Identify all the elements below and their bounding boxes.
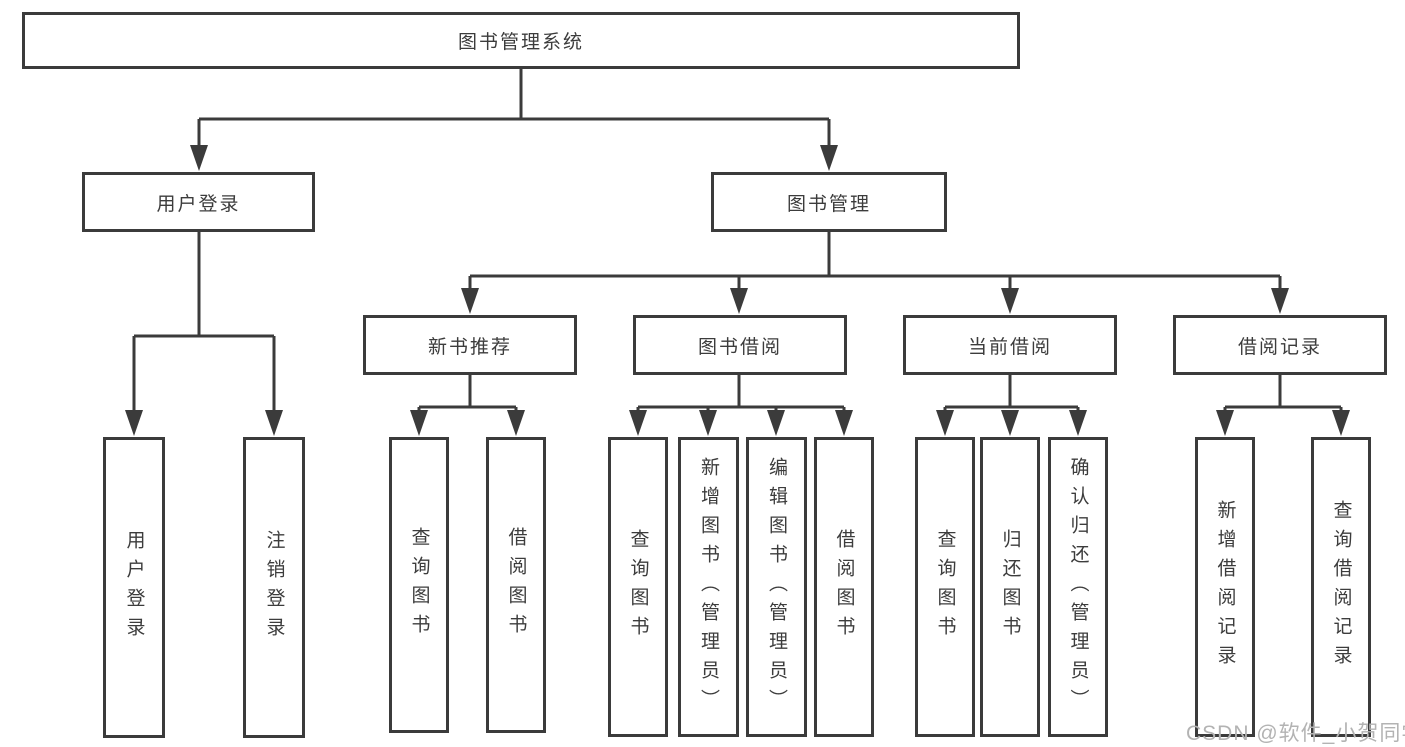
leaf-query-borrow-record: 查询借阅记录 (1311, 437, 1371, 737)
connector-book-borrow-to-leaves (629, 375, 853, 436)
leaf-query-books-borrow-label: 查询图书 (627, 529, 649, 645)
leaf-user-login: 用户登录 (103, 437, 165, 738)
node-user-login-label: 用户登录 (156, 193, 241, 215)
leaf-logout-label: 注销登录 (263, 529, 285, 646)
arrowhead (1001, 288, 1019, 314)
leaf-add-book-admin-label: 新增图书（管理员） (698, 456, 719, 718)
node-book-borrow: 图书借阅 (633, 315, 847, 375)
node-root: 图书管理系统 (22, 12, 1020, 69)
node-book-borrow-label: 图书借阅 (697, 336, 782, 358)
arrowhead (936, 410, 954, 436)
connector-user-login-to-leaves (125, 232, 283, 436)
arrowhead (461, 288, 479, 314)
node-root-label: 图书管理系统 (457, 32, 584, 53)
connector-new-book-recommend-to-leaves (410, 375, 525, 436)
leaf-add-borrow-record-label: 新增借阅记录 (1214, 500, 1236, 674)
connector-root-to-level2 (190, 68, 838, 171)
node-book-management-label: 图书管理 (786, 193, 871, 215)
leaf-edit-book-admin-label: 编辑图书（管理员） (766, 456, 787, 718)
node-borrow-records: 借阅记录 (1173, 315, 1387, 375)
csdn-watermark: CSDN @软件_小贺同学 (1186, 722, 1405, 745)
arrowhead (730, 288, 748, 314)
node-user-login: 用户登录 (82, 172, 315, 232)
leaf-edit-book-admin: 编辑图书（管理员） (746, 437, 807, 737)
leaf-borrow-books-recommend: 借阅图书 (486, 437, 546, 733)
leaf-return-books: 归还图书 (980, 437, 1040, 737)
arrowhead (507, 410, 525, 436)
leaf-borrow-books-borrow-label: 借阅图书 (833, 529, 855, 645)
node-borrow-records-label: 借阅记录 (1237, 336, 1322, 358)
leaf-confirm-return-admin-label: 确认归还（管理员） (1067, 456, 1089, 718)
node-new-book-recommend: 新书推荐 (363, 315, 577, 375)
leaf-borrow-books-recommend-label: 借阅图书 (505, 527, 527, 643)
connector-book-management-to-level3 (461, 232, 1289, 314)
arrowhead (265, 410, 283, 436)
connector-borrow-records-to-leaves (1216, 375, 1350, 436)
leaf-query-borrow-record-label: 查询借阅记录 (1330, 500, 1352, 674)
connector-current-borrow-to-leaves (936, 375, 1087, 436)
node-book-management: 图书管理 (711, 172, 947, 232)
leaf-query-books-recommend-label: 查询图书 (408, 527, 430, 643)
arrowhead (1271, 288, 1289, 314)
leaf-query-books-current-label: 查询图书 (934, 529, 956, 645)
arrowhead (1216, 410, 1234, 436)
arrowhead (1332, 410, 1350, 436)
arrowhead (125, 410, 143, 436)
leaf-query-books-borrow: 查询图书 (608, 437, 668, 737)
node-new-book-recommend-label: 新书推荐 (427, 336, 512, 358)
arrowhead (1001, 410, 1019, 436)
leaf-query-books-current: 查询图书 (915, 437, 975, 737)
arrowhead (190, 145, 208, 171)
leaf-user-login-label: 用户登录 (123, 529, 145, 646)
node-current-borrow-label: 当前借阅 (967, 336, 1052, 358)
leaf-add-borrow-record: 新增借阅记录 (1195, 437, 1255, 737)
leaf-borrow-books-borrow: 借阅图书 (814, 437, 874, 737)
leaf-add-book-admin: 新增图书（管理员） (678, 437, 739, 737)
leaf-query-books-recommend: 查询图书 (389, 437, 449, 733)
leaf-confirm-return-admin: 确认归还（管理员） (1048, 437, 1108, 737)
arrowhead (629, 410, 647, 436)
leaf-logout: 注销登录 (243, 437, 305, 738)
arrowhead (1069, 410, 1087, 436)
arrowhead (699, 410, 717, 436)
leaf-return-books-label: 归还图书 (999, 529, 1021, 645)
arrowhead (767, 410, 785, 436)
arrowhead (835, 410, 853, 436)
arrowhead (410, 410, 428, 436)
node-current-borrow: 当前借阅 (903, 315, 1117, 375)
arrowhead (820, 145, 838, 171)
